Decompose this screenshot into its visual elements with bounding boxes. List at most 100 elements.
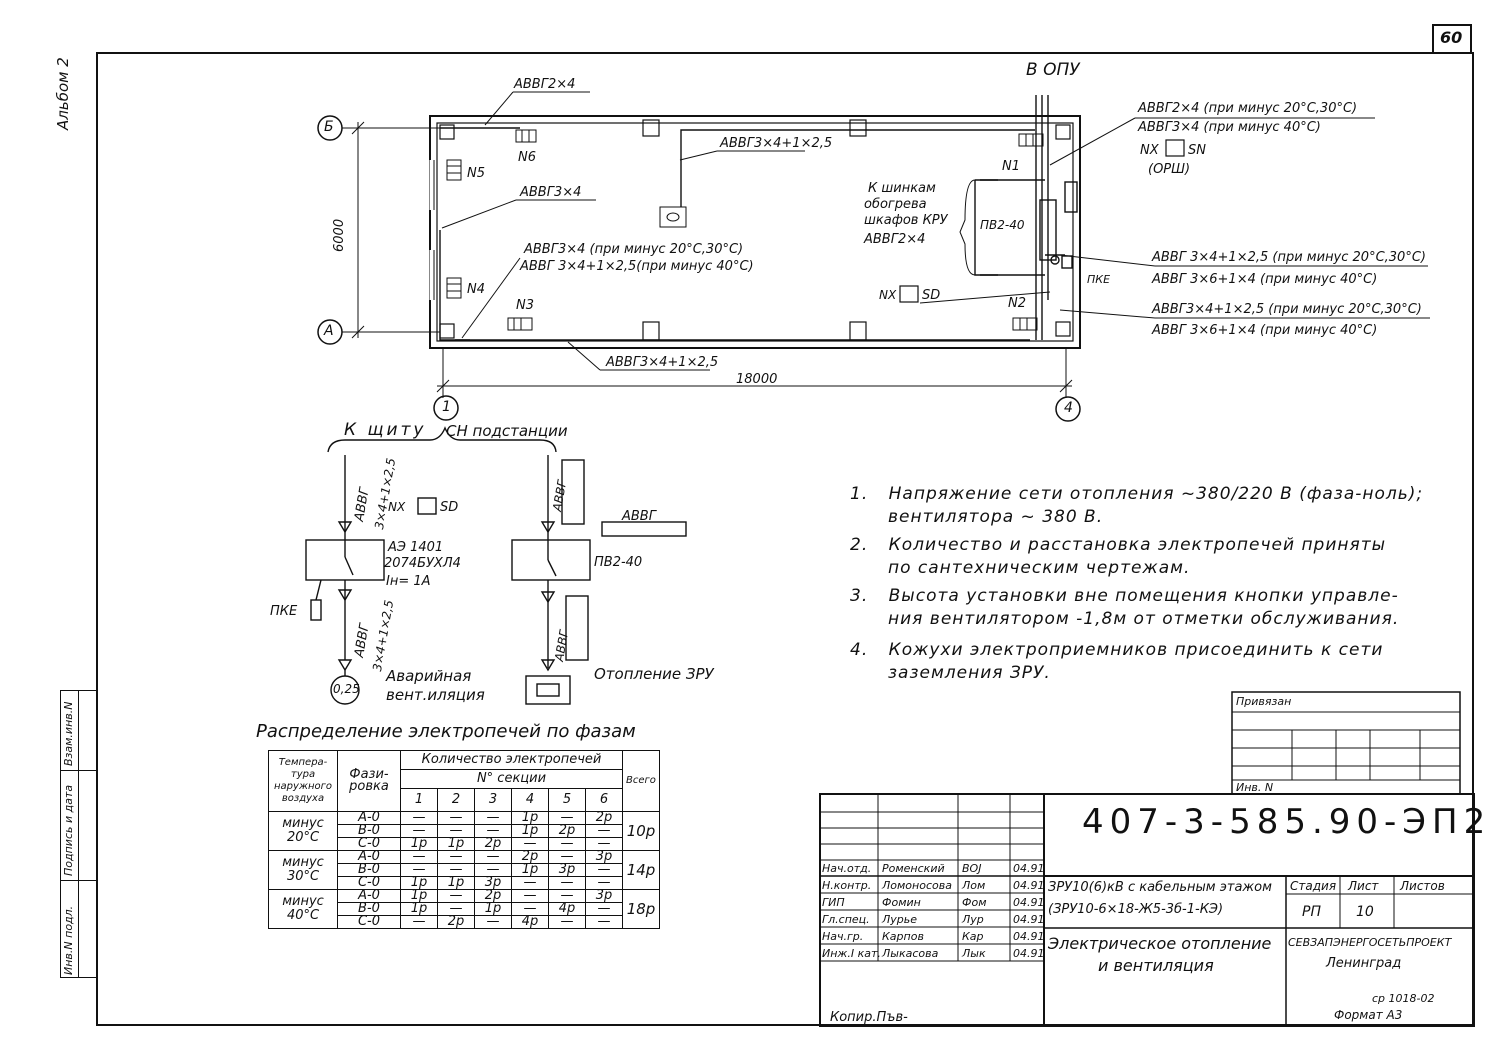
heater-n6: N6	[518, 150, 536, 165]
privyazan-label: Привязан	[1236, 695, 1292, 708]
stage-value: РП	[1302, 904, 1321, 920]
table-row: С-0—2р—4р——	[269, 915, 660, 929]
staff-role: ГИП	[822, 896, 845, 909]
plan-wall-inner	[436, 122, 1074, 342]
note-3-cont: ния вентилятором -1,8м от отметки обслуж…	[888, 609, 1400, 629]
plan-sd: SD	[922, 288, 941, 303]
staff-signature: Фом	[962, 896, 987, 909]
ventilation-label-1: Аварийная	[386, 667, 472, 685]
heater-note-4: АВВГ2×4	[864, 232, 926, 247]
cable-top-left: АВВГ2×4	[514, 77, 576, 92]
note-line: Кожухи электроприемников присоединить к …	[888, 640, 1384, 660]
note-number: 3.	[850, 586, 869, 606]
staff-date: 04.91	[1013, 879, 1045, 892]
staff-role: Нач.гр.	[822, 930, 864, 943]
plan-pv-label: ПВ2-40	[980, 218, 1025, 232]
right-cable-1a: АВВГ2×4 (при минус 20°С,30°С)	[1138, 101, 1358, 116]
note-number: 2.	[850, 535, 869, 555]
heater-note-3: шкафов КРУ	[864, 213, 948, 228]
breaker-type-3: Iн= 1А	[386, 574, 431, 589]
drawing-title-2: и вентиляция	[1098, 956, 1214, 975]
count-cell: —	[585, 902, 623, 916]
table-title: Распределение электропечей по фазам	[256, 721, 636, 742]
ventilation-label-2: вент.иляция	[386, 686, 485, 704]
note-2-cont: по сантехническим чертежам.	[888, 558, 1191, 578]
staff-date: 04.91	[1013, 896, 1045, 909]
staff-signature: Кар	[962, 930, 984, 943]
motor-rating: 0,25	[333, 682, 360, 696]
note-2: 2. Количество и расстановка электропечей…	[850, 535, 1386, 555]
count-cell: 4р	[548, 902, 586, 916]
right-nx: NX	[1140, 143, 1159, 158]
staff-name: Карпов	[882, 930, 924, 943]
note-number: 1.	[850, 484, 869, 504]
header-phase: Фази-ровка	[337, 750, 401, 812]
staff-date: 04.91	[1013, 947, 1045, 960]
heater-note-1: К шинкам	[868, 181, 936, 196]
staff-name: Роменский	[882, 862, 945, 875]
staff-role: Гл.спец.	[822, 913, 870, 926]
format-label: Формат А3	[1334, 1008, 1403, 1022]
heating-label: Отопление ЗРУ	[594, 665, 714, 683]
breaker-type-2: 2074БУХЛ4	[384, 556, 461, 571]
left-stamp-divider	[78, 690, 79, 978]
section-number: 6	[585, 788, 623, 812]
drawing-title-1: Электрическое отопление	[1048, 934, 1272, 953]
cable-center: АВВГ3×4+1×2,5	[720, 136, 833, 151]
staff-date: 04.91	[1013, 913, 1045, 926]
count-cell: 1р	[474, 902, 512, 916]
document-code: 407-3-585.90-ЭП2	[1082, 802, 1492, 842]
cable-lower-1: АВВГ3×4 (при минус 20°С,30°С)	[524, 242, 744, 257]
description-2: (ЗРУ10-6×18-Ж5-3б-1-КЭ)	[1048, 902, 1224, 917]
footer-code: ср 1018-02	[1372, 992, 1435, 1005]
staff-signature: Лом	[962, 879, 986, 892]
staff-signature: Лур	[962, 913, 984, 926]
note-number: 4.	[850, 640, 869, 660]
total-cell: 18р	[622, 889, 660, 929]
phase-cell: В-0	[337, 902, 401, 916]
schematic-pke: ПКЕ	[270, 604, 298, 619]
staff-role: Нач.отд.	[822, 862, 872, 875]
count-cell: —	[511, 876, 549, 890]
note-1: 1. Напряжение сети отопления ~380/220 В …	[850, 484, 1423, 504]
inventory-label: Инв. N	[1236, 781, 1274, 794]
breaker-type-1: АЭ 1401	[388, 540, 444, 555]
note-line: Напряжение сети отопления ~380/220 В (фа…	[888, 484, 1424, 504]
section-number: 1	[400, 788, 438, 812]
staff-role: Инж.I кат.	[822, 947, 881, 960]
left-stamp-divider	[60, 770, 98, 771]
cable-left-mid: АВВГ3×4	[520, 185, 582, 200]
stage-header: Стадия	[1290, 879, 1337, 893]
header-temperature: Темпера-тура наружного воздуха	[268, 750, 338, 812]
count-cell: —	[585, 915, 623, 929]
organization-2: Ленинград	[1326, 956, 1402, 971]
note-1-cont: вентилятора ~ 380 В.	[888, 507, 1104, 527]
right-pke: ПКЕ	[1087, 273, 1111, 286]
cable-lower-2: АВВГ 3×4+1×2,5(при минус 40°С)	[520, 259, 754, 274]
staff-role: Н.контр.	[822, 879, 872, 892]
sheet-frame	[96, 52, 1474, 1026]
phase-cell: С-0	[337, 915, 401, 929]
count-cell: —	[437, 811, 475, 825]
left-stamp-divider	[60, 880, 98, 881]
count-cell: —	[548, 876, 586, 890]
axis-4: 4	[1064, 400, 1073, 416]
heater-n2: N2	[1008, 296, 1026, 311]
schematic-pv: ПВ2-40	[594, 555, 643, 570]
plan-wall-outer	[429, 115, 1081, 349]
count-cell: —	[437, 863, 475, 877]
note-line: Высота установки вне помещения кнопки уп…	[888, 586, 1399, 606]
sheet-value: 10	[1356, 904, 1374, 920]
right-cable-1b: АВВГ3×4 (при минус 40°С)	[1138, 120, 1321, 135]
count-cell: —	[474, 850, 512, 864]
note-3: 3. Высота установки вне помещения кнопки…	[850, 586, 1399, 606]
organization-1: СЕВЗАПЭНЕРГОСЕТЬПРОЕКТ	[1288, 936, 1452, 949]
axis-a: А	[324, 323, 334, 339]
count-cell: 3р	[474, 876, 512, 890]
